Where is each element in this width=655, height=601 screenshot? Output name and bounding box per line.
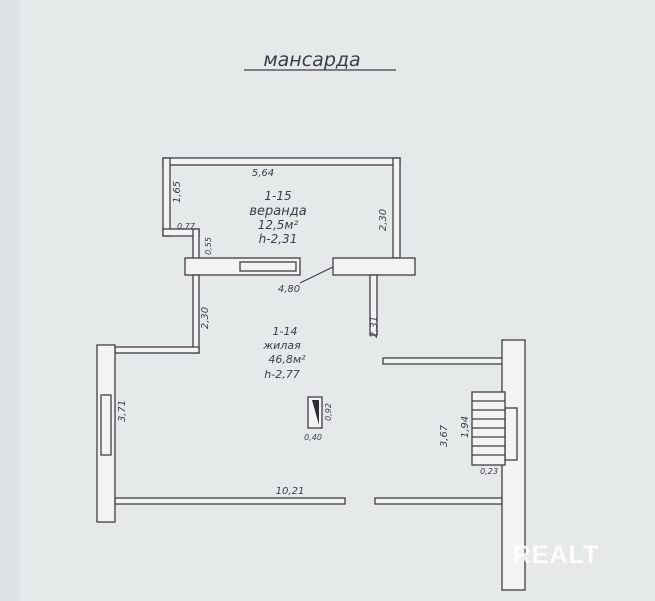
svg-text:2,30: 2,30 [200,307,211,329]
svg-text:3,67: 3,67 [439,424,450,447]
svg-text:0,92: 0,92 [324,403,333,421]
walls [96,157,526,591]
stairs [471,391,506,466]
plan-title: мансарда [263,49,360,71]
svg-text:0,23: 0,23 [480,467,498,476]
svg-text:0,55: 0,55 [204,237,213,255]
svg-text:4,80: 4,80 [278,284,300,295]
watermark-logo: REALT [513,541,599,569]
svg-text:0,77: 0,77 [177,222,196,231]
svg-text:1,65: 1,65 [172,181,183,203]
partition-leader [299,266,334,284]
svg-text:1-14: 1-14 [273,325,298,338]
svg-text:10,21: 10,21 [276,486,305,497]
dimension-labels: 5,64 1,65 0,77 0,55 2,30 4,80 2,30 2,31 … [117,168,498,497]
veranda-label: 1-15 веранда 12,5м² h-2,31 [249,189,306,246]
living-label: 1-14 жилая 46,8м² h-2,77 [262,325,306,381]
svg-text:1,94: 1,94 [460,416,471,438]
svg-text:0,40: 0,40 [304,433,322,442]
svg-text:h-2,31: h-2,31 [259,232,298,246]
svg-text:12,5м²: 12,5м² [258,218,299,232]
svg-text:46,8м²: 46,8м² [268,353,306,366]
svg-text:5,64: 5,64 [252,168,274,179]
svg-text:1-15: 1-15 [264,189,291,203]
svg-text:веранда: веранда [249,204,306,219]
svg-text:h-2,77: h-2,77 [264,368,299,381]
svg-text:3,71: 3,71 [117,400,128,422]
chimney [307,396,323,429]
svg-text:жилая: жилая [262,339,301,352]
svg-text:2,30: 2,30 [378,209,389,231]
svg-text:2,31: 2,31 [369,316,380,338]
